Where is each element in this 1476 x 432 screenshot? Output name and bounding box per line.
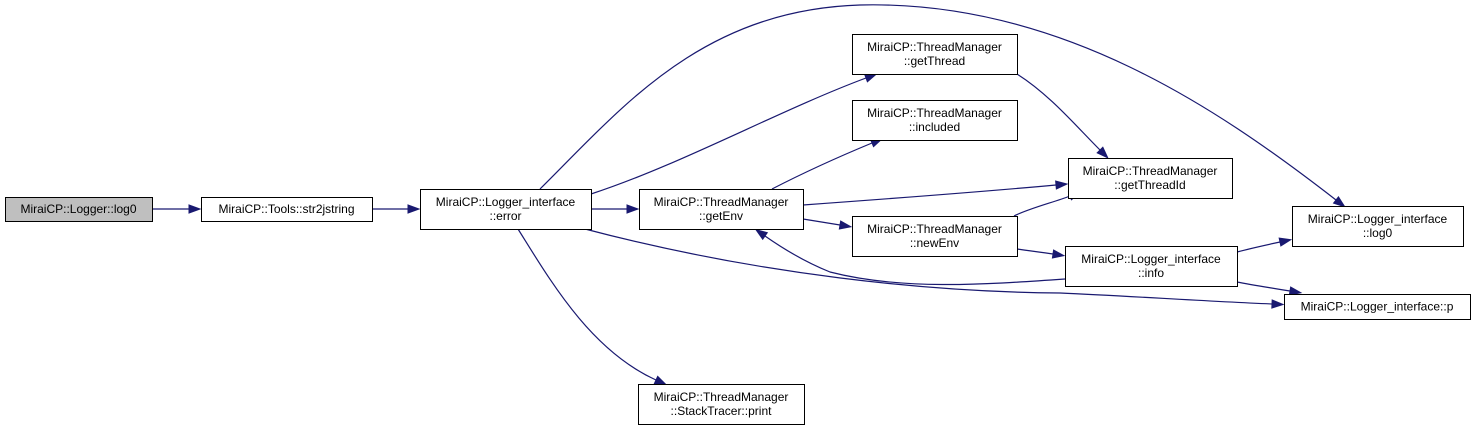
node-label-line: MiraiCP::Logger_interface [1081, 252, 1221, 266]
node-logger-interface-info[interactable]: MiraiCP::Logger_interface::info [1065, 246, 1238, 287]
node-label-line: ::getThread [904, 54, 965, 68]
edge-logger_log0-to-tools_str2jstring [152, 204, 202, 214]
arrowhead-icon [838, 220, 853, 230]
node-label-line: MiraiCP::ThreadManager [867, 222, 1002, 236]
node-label-line: MiraiCP::Logger_interface [1308, 212, 1448, 226]
node-label-line: MiraiCP::ThreadManager [654, 390, 789, 404]
node-label-line: MiraiCP::Logger_interface::p [1301, 300, 1454, 314]
node-box [638, 384, 805, 425]
edge-logger_interface_info-to-threadmanager_getenv [754, 228, 1066, 286]
arrowhead-icon [1051, 249, 1066, 259]
node-label-line: ::info [1138, 266, 1164, 280]
arrowhead-icon [1288, 286, 1303, 296]
node-label-line: MiraiCP::ThreadManager [1083, 164, 1218, 178]
node-logger-interface-error[interactable]: MiraiCP::Logger_interface::error [420, 189, 592, 230]
node-label-line: ::error [489, 209, 521, 223]
edge-line [590, 77, 867, 195]
edge-line [802, 184, 1057, 206]
nodes-layer: MiraiCP::Logger::log0 MiraiCP::Tools::str… [5, 34, 1471, 425]
edge-threadmanager_getenv-to-threadmanager_getthreadid [802, 180, 1069, 206]
node-label-line: MiraiCP::Tools::str2jstring [218, 202, 354, 216]
node-box [1292, 206, 1464, 247]
node-threadmanager-getenv[interactable]: MiraiCP::ThreadManager::getEnv [639, 189, 804, 230]
node-box [639, 189, 804, 230]
edge-tools_str2jstring-to-logger_interface_error [372, 204, 421, 214]
arrowhead-icon [1332, 195, 1346, 208]
node-label-line: MiraiCP::Logger::log0 [20, 202, 136, 216]
node-box [1068, 158, 1233, 199]
node-logger-log0[interactable]: MiraiCP::Logger::log0 [5, 197, 153, 222]
node-box [1065, 246, 1238, 287]
edge-line [1236, 241, 1281, 253]
node-label-line: MiraiCP::Logger_interface [436, 195, 576, 209]
node-box [1284, 294, 1471, 320]
edge-line [802, 218, 841, 226]
node-label-line: ::newEnv [910, 236, 959, 250]
node-box [5, 197, 153, 222]
node-box [852, 34, 1018, 75]
edge-logger_interface_error-to-threadmanager_getthread [590, 73, 878, 195]
edge-line [1016, 73, 1101, 151]
node-box [420, 189, 592, 230]
arrowhead-icon [653, 375, 668, 386]
edge-line [1016, 248, 1054, 255]
arrowhead-icon [407, 204, 421, 214]
node-logger-interface-p[interactable]: MiraiCP::Logger_interface::p [1284, 294, 1471, 320]
edge-line [1236, 281, 1291, 292]
node-label-line: ::getEnv [699, 209, 743, 223]
arrowhead-icon [1055, 180, 1069, 190]
arrowhead-icon [863, 73, 878, 83]
arrowhead-icon [188, 204, 202, 214]
node-threadmanager-newenv[interactable]: MiraiCP::ThreadManager::newEnv [852, 216, 1018, 257]
edge-threadmanager_getenv-to-threadmanager_included [771, 138, 884, 190]
edge-logger_interface_error-to-logger_interface_p [584, 228, 1285, 309]
node-box [852, 216, 1018, 257]
edge-logger_interface_info-to-logger_interface_log0 [1236, 237, 1293, 253]
arrowhead-icon [626, 204, 640, 214]
edge-threadmanager_getenv-to-threadmanager_newenv [802, 218, 853, 230]
node-tools-str2jstring[interactable]: MiraiCP::Tools::str2jstring [201, 197, 373, 222]
edge-logger_interface_error-to-threadmanager_getenv [591, 204, 640, 214]
node-threadmanager-included[interactable]: MiraiCP::ThreadManager::included [852, 100, 1018, 141]
node-stacktracer-print[interactable]: MiraiCP::ThreadManager::StackTracer::pri… [638, 384, 805, 425]
node-box [201, 197, 373, 222]
node-label-line: ::included [909, 120, 960, 134]
node-box [852, 100, 1018, 141]
arrowhead-icon [1278, 237, 1293, 247]
edge-logger_interface_info-to-logger_interface_p [1236, 281, 1303, 296]
node-label-line: MiraiCP::ThreadManager [867, 106, 1002, 120]
arrowhead-icon [1271, 299, 1285, 309]
edge-line [517, 228, 657, 381]
node-label-line: MiraiCP::ThreadManager [654, 195, 789, 209]
edge-line [764, 235, 1066, 286]
node-threadmanager-getthreadid[interactable]: MiraiCP::ThreadManager::getThreadId [1068, 158, 1233, 199]
edge-line [1013, 195, 1071, 217]
node-label-line: MiraiCP::ThreadManager [867, 40, 1002, 54]
arrowhead-icon [1096, 146, 1109, 159]
edge-line [584, 228, 1273, 305]
edge-threadmanager_newenv-to-logger_interface_info [1016, 248, 1066, 259]
node-logger-interface-log0[interactable]: MiraiCP::Logger_interface::log0 [1292, 206, 1464, 247]
edge-threadmanager_getthread-to-threadmanager_getthreadid [1016, 73, 1109, 159]
node-threadmanager-getthread[interactable]: MiraiCP::ThreadManager::getThread [852, 34, 1018, 75]
edge-line [771, 142, 873, 190]
node-label-line: ::StackTracer::print [671, 404, 773, 418]
node-label-line: ::log0 [1363, 226, 1393, 240]
edge-logger_interface_error-to-logger_interface_log0 [539, 4, 1346, 208]
node-label-line: ::getThreadId [1114, 178, 1185, 192]
edge-line [539, 4, 1337, 201]
arrowhead-icon [754, 228, 769, 241]
edge-logger_interface_error-to-stacktracer_print [517, 228, 668, 386]
